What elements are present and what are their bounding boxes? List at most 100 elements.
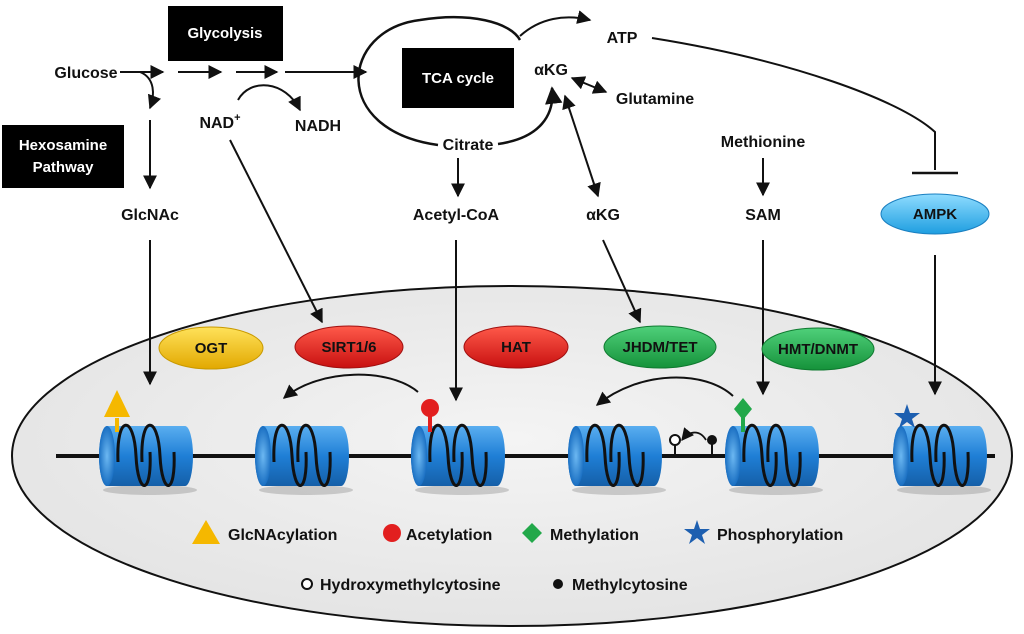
ampk-label: AMPK xyxy=(913,206,957,223)
legend-acetylation-label: Acetylation xyxy=(406,527,492,544)
dna-wrap xyxy=(585,423,621,487)
legend-glcnacylation-icon xyxy=(192,520,220,544)
nucleosome-body xyxy=(725,426,819,486)
dna-wrap xyxy=(742,423,778,487)
nucleosome-cap xyxy=(568,426,584,486)
hydroxymethylcytosine-dot xyxy=(669,434,681,446)
nucleosome xyxy=(411,423,509,495)
nucleosome xyxy=(255,423,353,495)
nadh-label: NADH xyxy=(295,118,341,135)
nucleosome-shadow xyxy=(572,485,666,495)
nad-label: NAD+ xyxy=(199,112,240,132)
hexosamine-box xyxy=(2,125,124,188)
acetyl-coa-label: Acetyl-CoA xyxy=(413,207,500,224)
nucleosome-shadow xyxy=(897,485,991,495)
nucleosome-shadow xyxy=(103,485,197,495)
sirt-label: SIRT1/6 xyxy=(321,339,376,356)
sirt-enzyme xyxy=(294,325,404,369)
dna-wrap xyxy=(296,423,332,487)
hat-label: HAT xyxy=(501,339,531,356)
tca-citrate-to-akg xyxy=(497,86,563,146)
legend-methylcytosine-label: Methylcytosine xyxy=(572,577,688,594)
hmt-enzyme xyxy=(761,327,875,371)
dna-wrap xyxy=(452,423,488,487)
dna-wrap xyxy=(910,423,946,487)
tca-box xyxy=(402,48,514,108)
nucleosome-cap xyxy=(99,426,115,486)
legend-hydroxymethylcytosine-icon xyxy=(301,578,313,590)
akg-to-atp-arrow xyxy=(519,10,592,37)
legend-phosphorylation-icon xyxy=(684,520,710,544)
dna-demethylation-arrow xyxy=(681,427,707,441)
dna-wrap xyxy=(272,423,308,487)
citrate-label: Citrate xyxy=(443,137,494,154)
akg-to-jhdm-arrow xyxy=(602,239,642,324)
akg-label: αKG xyxy=(586,207,620,224)
nad-superscript: + xyxy=(234,112,240,124)
ogt-enzyme xyxy=(158,326,264,370)
dna-wrap xyxy=(609,423,645,487)
phosphorylation-mark xyxy=(894,404,920,428)
sam-label: SAM xyxy=(745,207,781,224)
nucleosome-cap xyxy=(725,426,741,486)
jhdm-label: JHDM/TET xyxy=(623,339,698,356)
nucleosome-body xyxy=(568,426,662,486)
nucleosome-body xyxy=(411,426,505,486)
ampk-enzyme xyxy=(880,193,990,235)
nad-to-nadh-curve xyxy=(237,84,301,112)
nucleosome-shadow xyxy=(415,485,509,495)
demethylation-arrow xyxy=(595,376,734,406)
akg-top-label: αKG xyxy=(534,62,568,79)
glycolysis-box xyxy=(168,6,283,61)
ogt-label: OGT xyxy=(195,340,228,357)
tca-label: TCA cycle xyxy=(422,70,494,87)
dna-wrap xyxy=(428,423,464,487)
atp-label: ATP xyxy=(607,30,638,47)
nucleosome-shadow xyxy=(259,485,353,495)
legend-phosphorylation-label: Phosphorylation xyxy=(717,527,843,544)
deacetylation-arrow xyxy=(282,373,419,399)
nucleosome-cap xyxy=(893,426,909,486)
nucleosome-body xyxy=(99,426,193,486)
nucleosome xyxy=(893,423,991,495)
hexosamine-label-line2: Pathway xyxy=(33,159,95,176)
nucleosome-shadow xyxy=(729,485,823,495)
legend-hydroxymethylcytosine-label: Hydroxymethylcytosine xyxy=(320,577,501,594)
glcnac-label: GlcNAc xyxy=(121,207,179,224)
legend-methylcytosine-icon xyxy=(553,579,563,589)
glucose-label: Glucose xyxy=(54,65,117,82)
hexosamine-label-line1: Hexosamine xyxy=(19,137,107,154)
legend-methylation-label: Methylation xyxy=(550,527,639,544)
nucleosome xyxy=(99,423,197,495)
hat-enzyme xyxy=(463,325,569,369)
atp-inhibits-ampk xyxy=(651,37,936,170)
nucleosome-cap xyxy=(255,426,271,486)
legend-acetylation-icon xyxy=(383,524,401,542)
hmt-label: HMT/DNMT xyxy=(778,341,858,358)
dna-wrap xyxy=(116,423,152,487)
dna-wrap xyxy=(140,423,176,487)
nucleosome-body xyxy=(255,426,349,486)
nucleosome-body xyxy=(893,426,987,486)
glutamine-label: Glutamine xyxy=(616,91,694,108)
dna-wrap xyxy=(766,423,802,487)
glycolysis-label: Glycolysis xyxy=(187,25,262,42)
legend-methylation-icon xyxy=(522,523,542,543)
akg-glutamine-arrow xyxy=(570,76,608,94)
nucleosome xyxy=(725,423,823,495)
akg-akg-arrow xyxy=(562,94,601,198)
dna-wrap xyxy=(934,423,970,487)
methylcytosine-dot xyxy=(707,435,717,445)
methylation-mark xyxy=(734,398,752,420)
methionine-label: Methionine xyxy=(721,134,806,151)
glcnacylation-mark xyxy=(104,390,130,417)
acetylation-mark xyxy=(421,399,439,417)
nad-text: NAD xyxy=(199,115,234,132)
glucose-to-hexosamine-curve xyxy=(139,71,162,110)
tca-cycle-loop xyxy=(357,16,522,147)
legend-glcnacylation-label: GlcNAcylation xyxy=(228,527,337,544)
nucleosome xyxy=(568,423,666,495)
nucleosome-group xyxy=(99,423,991,495)
